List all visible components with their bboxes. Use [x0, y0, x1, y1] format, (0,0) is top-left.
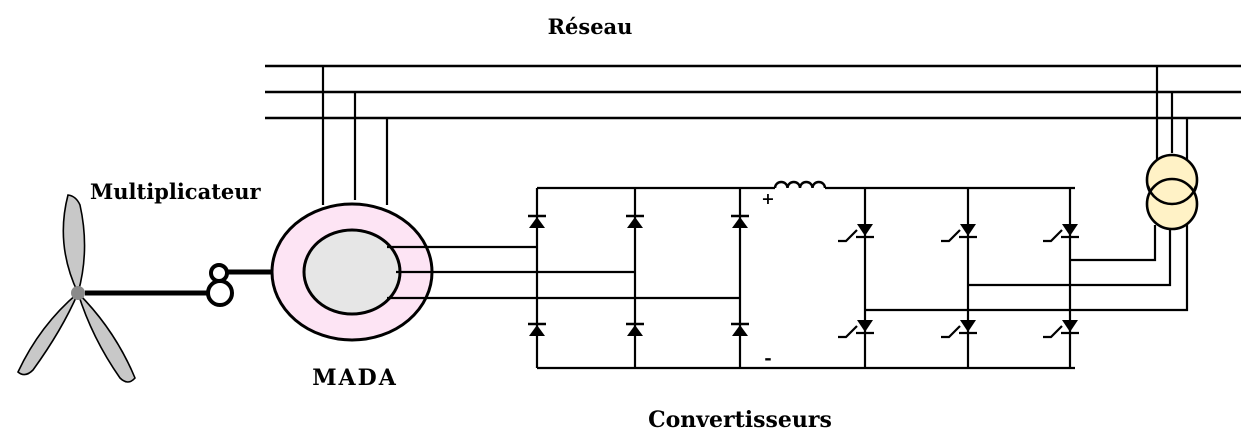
wind-turbine-icon [17, 194, 136, 383]
inverter-legs [863, 188, 1072, 368]
rotor-connections [387, 245, 740, 300]
transformer-icon [1145, 153, 1199, 231]
dc-positive-sign: + [761, 189, 774, 208]
igbt-switch-icon [838, 224, 1079, 339]
stator-connections [321, 66, 389, 205]
gearbox-icon [206, 263, 234, 307]
inductor-icon [773, 180, 827, 189]
turbine-blade-top [62, 194, 86, 296]
turbine-blade-left [17, 292, 79, 376]
turbine-hub [71, 286, 85, 300]
dc-negative-sign: - [764, 348, 771, 369]
dc-bus [537, 186, 1075, 370]
transformer-grid-connections [1155, 66, 1189, 160]
grid-bus [265, 64, 1241, 120]
grid-label: Réseau [548, 14, 633, 39]
machine-rotor [302, 228, 402, 316]
inverter-ac-outputs [865, 225, 1189, 312]
converters-label: Convertisseurs [648, 407, 832, 433]
turbine-blade-right [77, 292, 136, 383]
machine-label: MADA [312, 365, 398, 391]
diode-icon [528, 214, 749, 336]
gearbox-label: Multiplicateur [90, 179, 262, 204]
